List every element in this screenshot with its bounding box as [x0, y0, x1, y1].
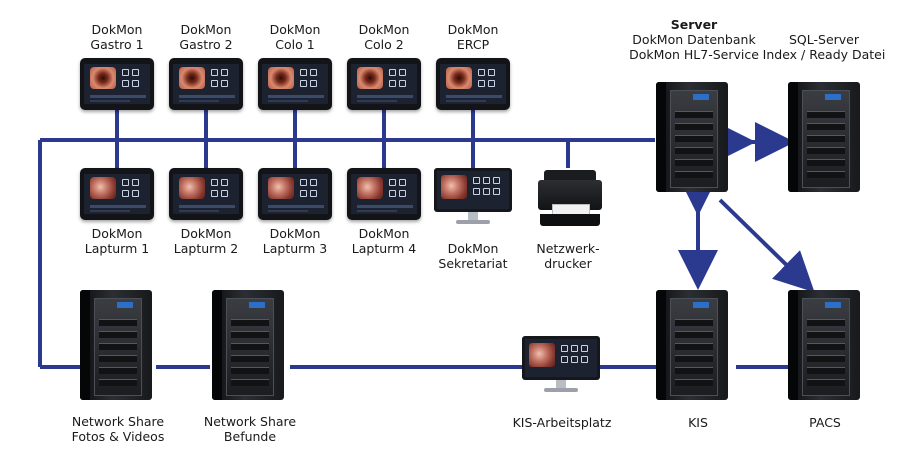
label-share-befunde: Network Share Befunde — [204, 414, 296, 444]
label-sql-server: SQL-Server Index / Ready Datei — [763, 32, 886, 62]
label-line: KIS-Arbeitsplatz — [512, 415, 612, 430]
label-line: Netzwerk- — [536, 241, 600, 256]
label-colo1: DokMon Colo 1 — [270, 22, 321, 52]
label-line: DokMon — [91, 22, 143, 37]
label-line: Lapturm 4 — [351, 241, 417, 256]
label-line: Network Share — [71, 414, 165, 429]
label-lapturm1: DokMon Lapturm 1 — [85, 226, 149, 256]
label-colo2: DokMon Colo 2 — [359, 22, 410, 52]
label-line: SQL-Server — [788, 32, 860, 47]
label-lapturm4: DokMon Lapturm 4 — [352, 226, 416, 256]
server-tower-icon[interactable] — [656, 290, 728, 400]
label-line: DokMon — [91, 226, 143, 241]
label-line: Lapturm 1 — [84, 241, 150, 256]
label-lapturm3: DokMon Lapturm 3 — [263, 226, 327, 256]
label-line: Befunde — [223, 429, 277, 444]
server-tower-icon[interactable] — [656, 82, 728, 192]
label-line: DokMon — [358, 226, 410, 241]
label-line: PACS — [809, 415, 841, 430]
server-tower-icon[interactable] — [788, 290, 860, 400]
label-line: Gastro 2 — [179, 37, 233, 52]
tablet-icon[interactable] — [258, 168, 332, 220]
label-line: DokMon — [269, 226, 321, 241]
label-lapturm2: DokMon Lapturm 2 — [174, 226, 238, 256]
label-line: Fotos & Videos — [71, 429, 165, 444]
label-line: DokMon Datenbank — [632, 32, 756, 47]
label-sekretariat: DokMon Sekretariat — [438, 241, 507, 271]
tablet-icon[interactable] — [169, 168, 243, 220]
server-tower-icon[interactable] — [788, 82, 860, 192]
tablet-icon[interactable] — [347, 168, 421, 220]
label-line: Index / Ready Datei — [762, 47, 886, 62]
label-line: ERCP — [456, 37, 490, 52]
label-kis: KIS — [688, 415, 708, 430]
tablet-icon[interactable] — [436, 58, 510, 110]
label-kis-workstation: KIS-Arbeitsplatz — [513, 415, 612, 430]
monitor-icon[interactable] — [522, 336, 600, 392]
label-line: drucker — [544, 256, 592, 271]
arrow-server-pacs — [718, 198, 815, 293]
tablet-icon[interactable] — [80, 168, 154, 220]
label-line: Network Share — [203, 414, 297, 429]
label-server: Server DokMon Datenbank DokMon HL7-Servi… — [629, 17, 759, 62]
tablet-icon[interactable] — [347, 58, 421, 110]
label-line: Lapturm 2 — [173, 241, 239, 256]
label-line: Colo 2 — [364, 37, 404, 52]
label-line: DokMon — [447, 22, 499, 37]
label-pacs: PACS — [809, 415, 841, 430]
label-share-photos: Network Share Fotos & Videos — [72, 414, 165, 444]
label-printer: Netzwerk- drucker — [536, 241, 599, 271]
label-line: DokMon HL7-Service — [629, 47, 759, 62]
tablet-icon[interactable] — [80, 58, 154, 110]
label-line: DokMon — [358, 22, 410, 37]
label-line: Gastro 1 — [90, 37, 144, 52]
label-line: Sekretariat — [438, 256, 508, 271]
server-tower-icon[interactable] — [212, 290, 284, 400]
printer-icon[interactable] — [538, 170, 602, 226]
server-tower-icon[interactable] — [80, 290, 152, 400]
label-line: DokMon — [447, 241, 499, 256]
label-line: KIS — [688, 415, 708, 430]
server-title: Server — [670, 17, 718, 32]
label-gastro1: DokMon Gastro 1 — [90, 22, 143, 52]
label-gastro2: DokMon Gastro 2 — [179, 22, 232, 52]
label-ercp: DokMon ERCP — [448, 22, 499, 52]
label-line: Lapturm 3 — [262, 241, 328, 256]
label-line: DokMon — [180, 226, 232, 241]
monitor-icon[interactable] — [434, 168, 512, 224]
tablet-icon[interactable] — [258, 58, 332, 110]
label-line: DokMon — [269, 22, 321, 37]
tablet-icon[interactable] — [169, 58, 243, 110]
label-line: DokMon — [180, 22, 232, 37]
label-line: Colo 1 — [275, 37, 315, 52]
